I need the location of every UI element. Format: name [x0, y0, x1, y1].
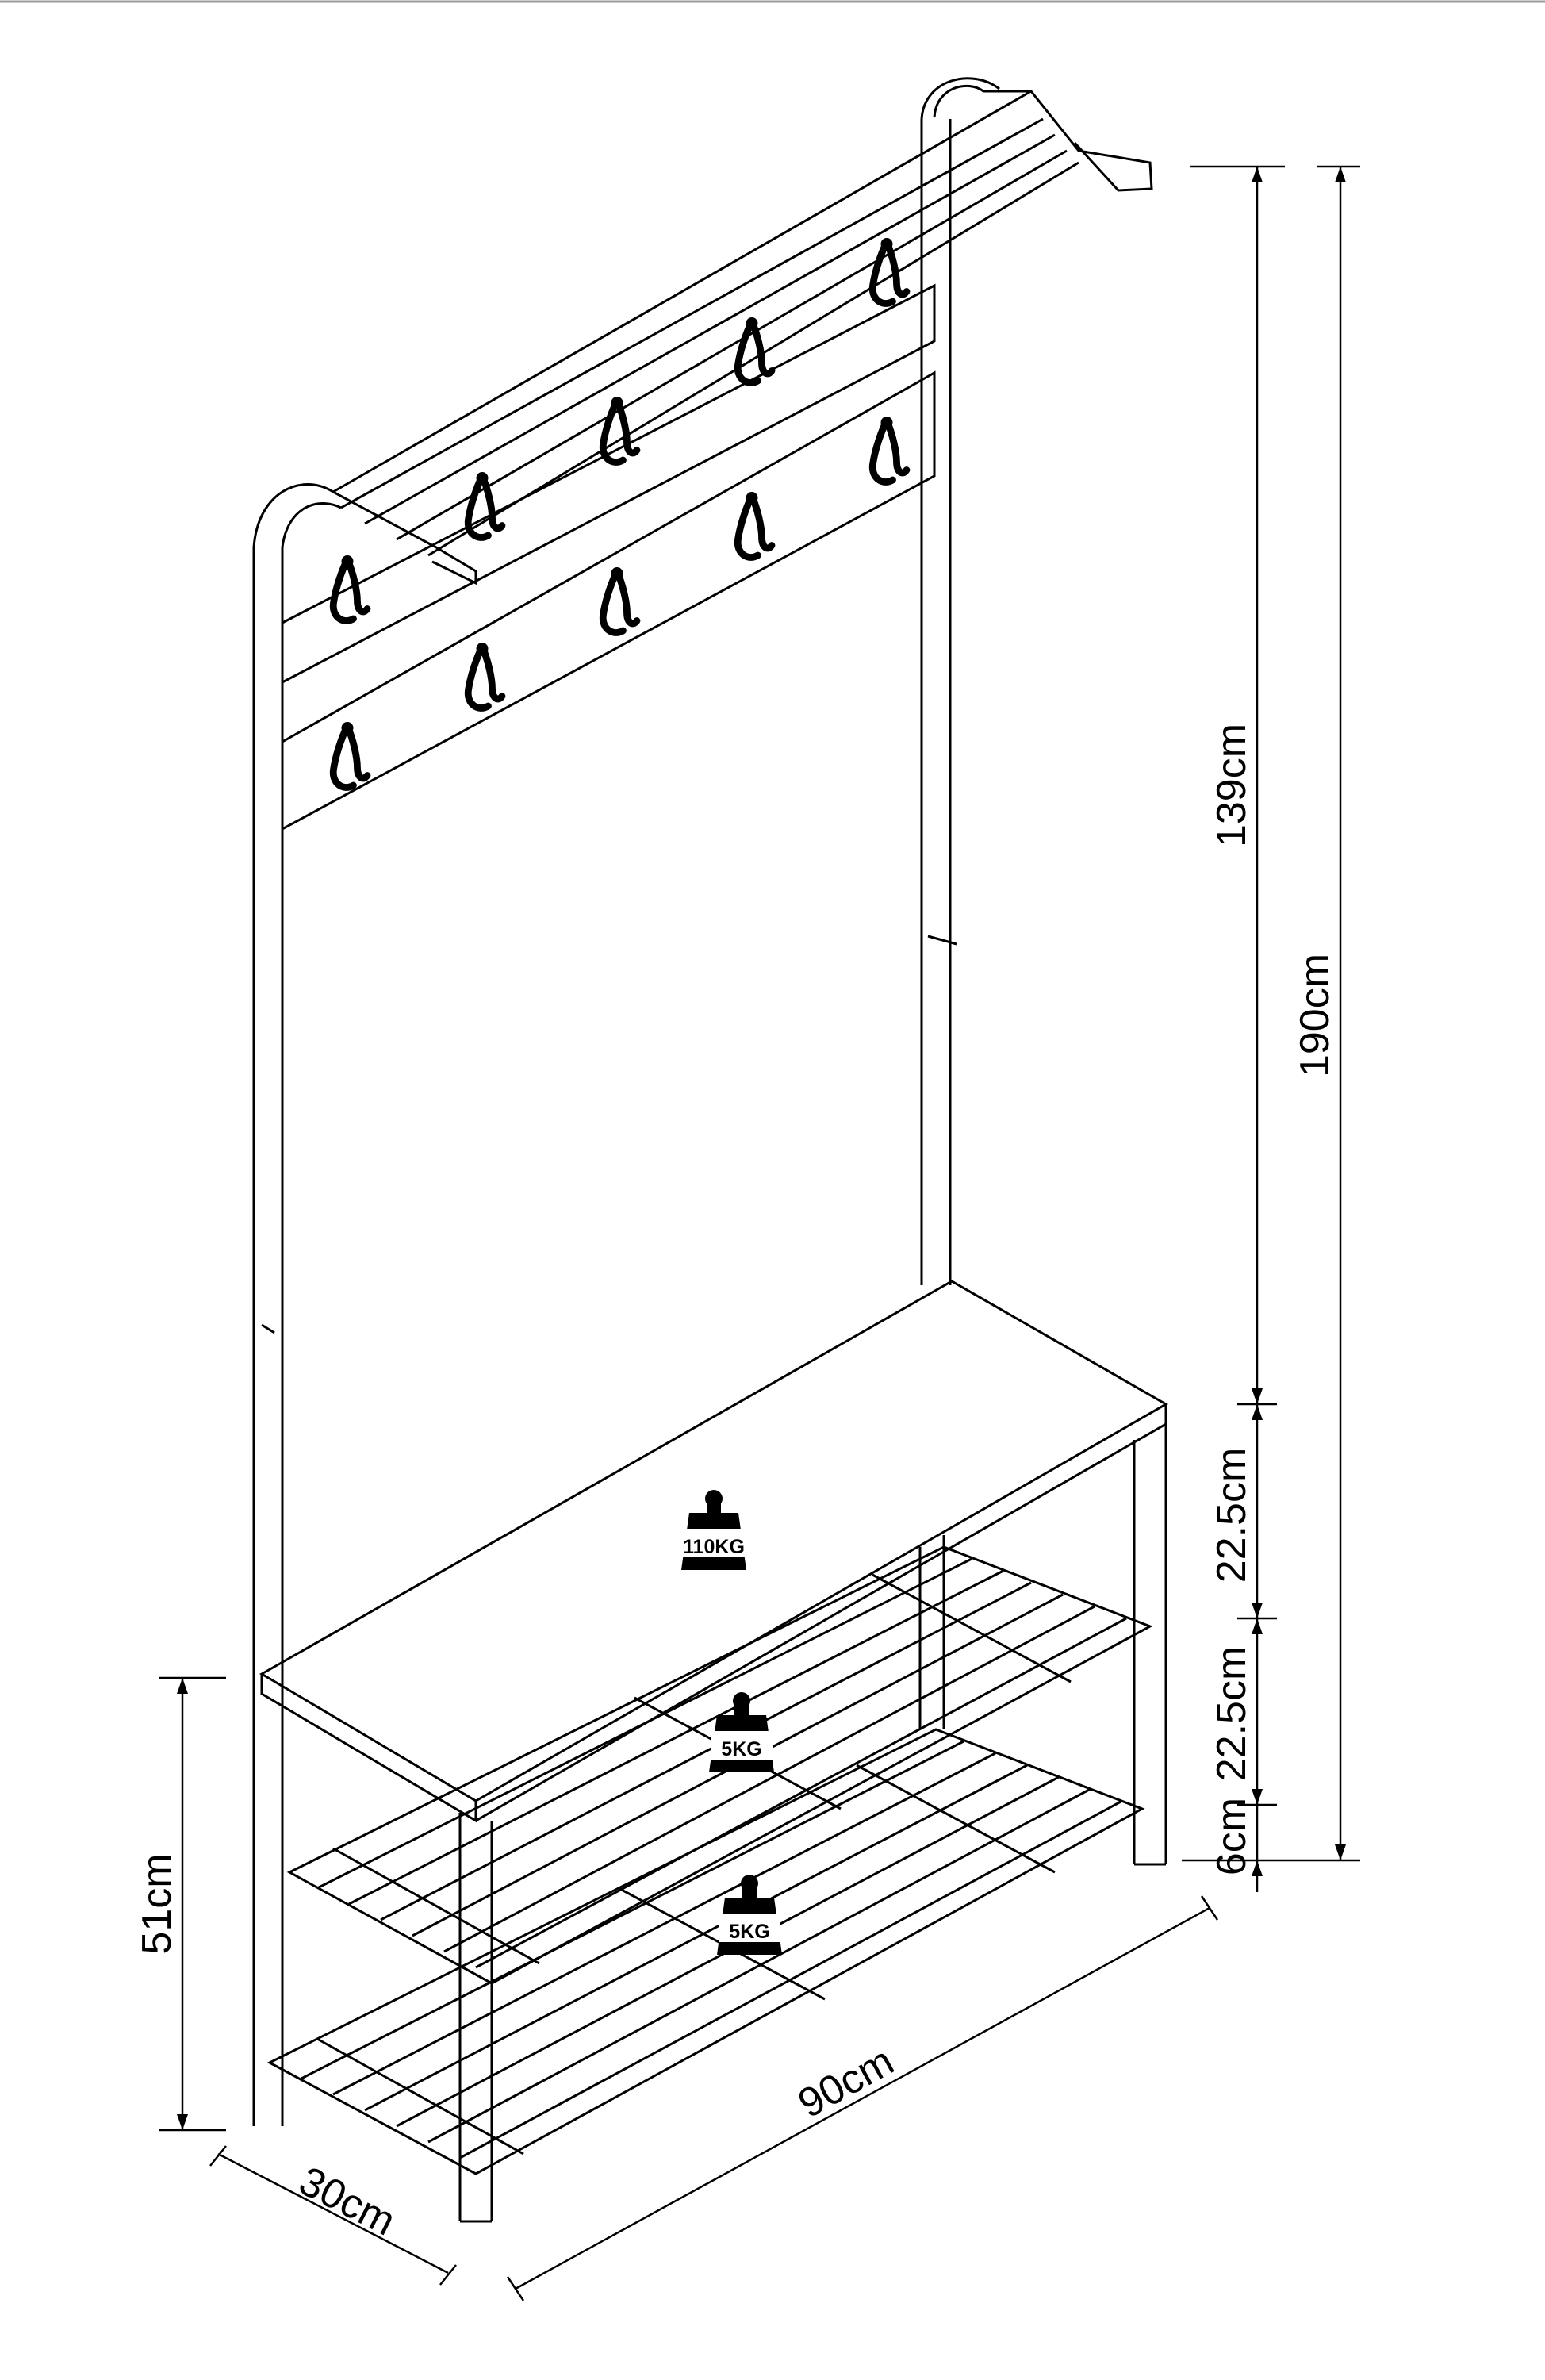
coat-hook-icon [468, 643, 502, 708]
coat-hook-icon [603, 397, 637, 463]
coat-hook-icon [738, 492, 772, 558]
weight-badge-upper-shelf: 5KG [709, 1692, 774, 1772]
coat-hook-icon [603, 567, 637, 633]
dim-label-top-section: 139cm [1209, 724, 1255, 847]
dim-label-bench-height: 51cm [134, 1853, 180, 1954]
weight-badge-bench: 110KG [681, 1490, 746, 1570]
upper-shelf-load-label: 5KG [721, 1738, 761, 1760]
shoe-shelf-lower [266, 1728, 1145, 2175]
dim-lines [159, 165, 1360, 2301]
coat-hooks [333, 238, 907, 788]
coat-hook-icon [333, 722, 367, 788]
dim-label-bottom-clearance: 6cm [1209, 1798, 1255, 1875]
coat-hook-icon [872, 416, 907, 482]
dim-label-total-height: 190cm [1292, 954, 1338, 1077]
bench [259, 1280, 1169, 2223]
dim-label-bench-to-shelf1: 22.5cm [1209, 1448, 1255, 1583]
dim-arrows [177, 167, 1346, 2130]
bench-load-label: 110KG [683, 1536, 745, 1558]
weight-badge-lower-shelf: 5KG [717, 1875, 782, 1955]
lower-shelf-load-label: 5KG [729, 1921, 769, 1943]
dim-label-shelf1-to-shelf2: 22.5cm [1209, 1646, 1255, 1782]
dim-label-depth: 30cm [292, 2158, 403, 2244]
dim-label-width: 90cm [791, 2038, 901, 2127]
frame [252, 77, 1153, 2126]
